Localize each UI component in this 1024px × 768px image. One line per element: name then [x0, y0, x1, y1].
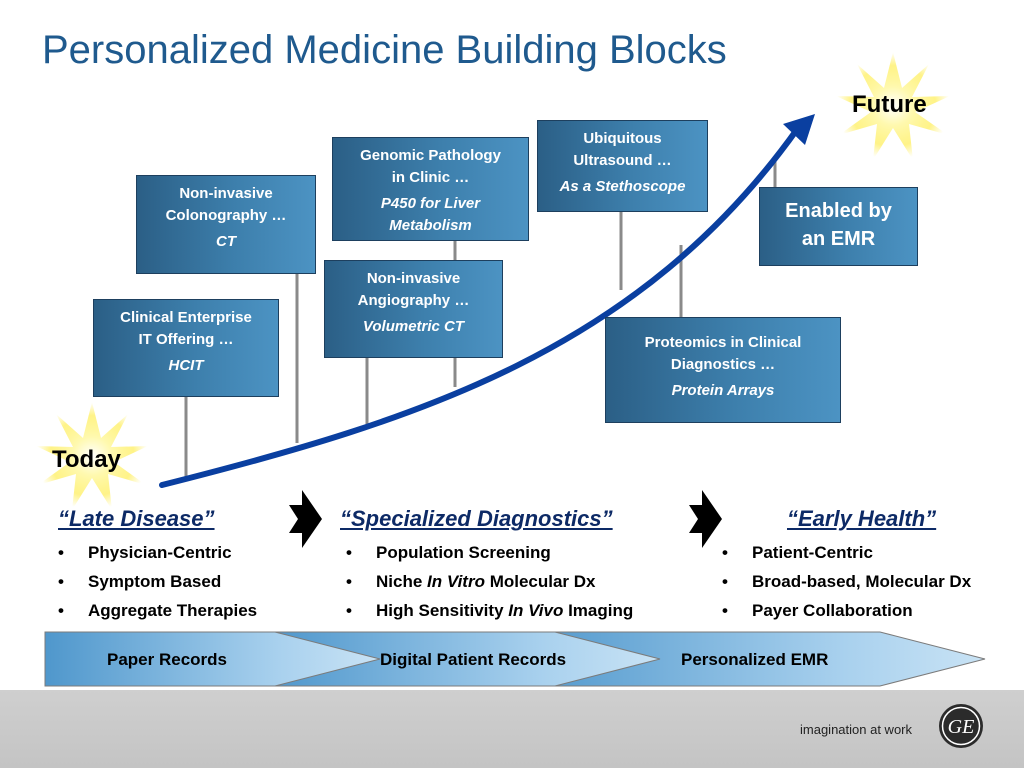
- future-starburst: [836, 52, 950, 160]
- transition-arrow-1: [289, 490, 322, 548]
- bullet-list-early-health: Patient-Centric Broad-based, Molecular D…: [722, 538, 971, 625]
- page-title: Personalized Medicine Building Blocks: [42, 28, 727, 72]
- box-genomic-pathology: Genomic Pathology in Clinic … P450 for L…: [332, 137, 529, 241]
- footer-bar: [0, 690, 1024, 768]
- footer-tagline: imagination at work: [800, 722, 912, 737]
- today-starburst: [36, 402, 148, 510]
- phase-title-late-disease: “Late Disease”: [58, 506, 215, 531]
- growth-curve-arrowhead: [783, 114, 815, 145]
- future-label: Future: [852, 91, 927, 118]
- transition-arrow-2: [689, 490, 722, 548]
- list-item: Physician-Centric: [58, 538, 257, 567]
- list-item: High Sensitivity In Vivo Imaging: [346, 596, 633, 625]
- list-item: Population Screening: [346, 538, 633, 567]
- box-proteomics: Proteomics in Clinical Diagnostics … Pro…: [605, 317, 841, 423]
- box-ultrasound: Ubiquitous Ultrasound … As a Stethoscope: [537, 120, 708, 212]
- chevron-paper-records: [44, 631, 381, 687]
- chevron-label-personalized-emr: Personalized EMR: [681, 650, 829, 669]
- today-label: Today: [52, 446, 121, 473]
- box-clinical-enterprise: Clinical Enterprise IT Offering … HCIT: [93, 299, 279, 397]
- ge-logo-text: GE: [948, 716, 975, 738]
- bullet-list-specialized-diagnostics: Population Screening Niche In Vitro Mole…: [346, 538, 633, 625]
- box-enabled-by-emr: Enabled by an EMR: [759, 187, 918, 266]
- list-item: Broad-based, Molecular Dx: [722, 567, 971, 596]
- chevron-label-digital-records: Digital Patient Records: [380, 650, 567, 669]
- phase-title-specialized-diagnostics: “Specialized Diagnostics”: [340, 506, 613, 531]
- box-angiography: Non-invasive Angiography … Volumetric CT: [324, 260, 503, 358]
- list-item: Niche In Vitro Molecular Dx: [346, 567, 633, 596]
- list-item: Patient-Centric: [722, 538, 971, 567]
- list-item: Aggregate Therapies: [58, 596, 257, 625]
- box-colonography: Non-invasive Colonography … CT: [136, 175, 316, 274]
- chevron-label-paper-records: Paper Records: [107, 650, 227, 669]
- bullet-list-late-disease: Physician-Centric Symptom Based Aggregat…: [58, 538, 257, 625]
- ge-logo-icon: GE: [939, 704, 983, 748]
- list-item: Payer Collaboration: [722, 596, 971, 625]
- phase-title-early-health: “Early Health”: [787, 506, 937, 531]
- growth-curve: [159, 125, 801, 488]
- list-item: Symptom Based: [58, 567, 257, 596]
